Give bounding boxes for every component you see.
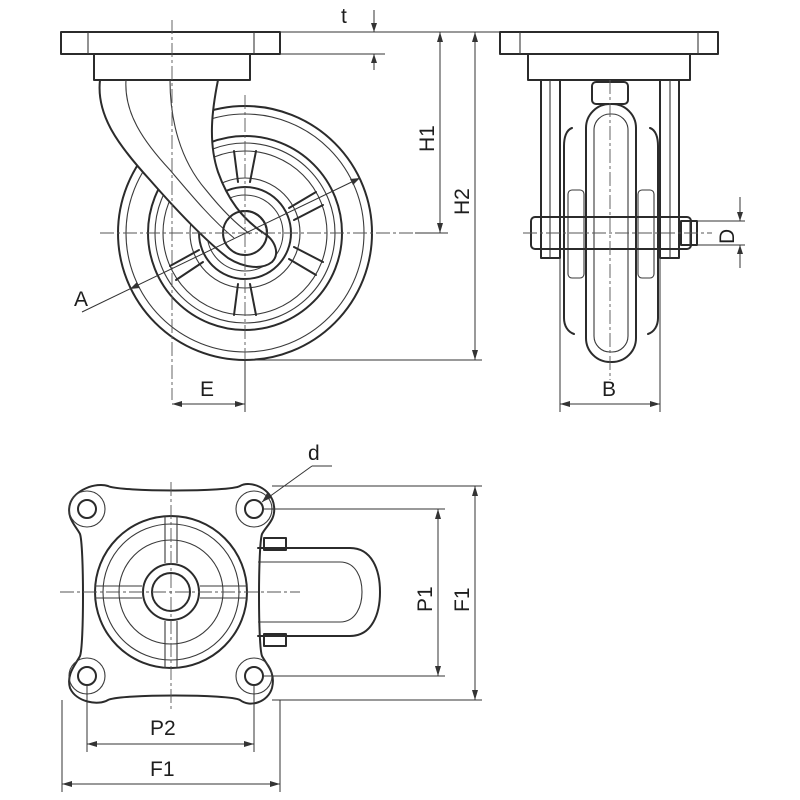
label-a: A <box>74 288 88 311</box>
label-h2: H2 <box>451 188 474 215</box>
front-fork <box>98 79 278 268</box>
top-view <box>60 482 381 712</box>
bolt-hole-tl <box>77 499 97 519</box>
label-d-lower: d <box>308 442 320 465</box>
top-dimensions: d P1 F1 P2 F1 <box>61 442 482 792</box>
label-f1-horizontal: F1 <box>150 758 175 781</box>
front-view <box>60 20 440 400</box>
front-dimensions: t H1 H2 A E <box>74 5 500 412</box>
top-plate-outline <box>68 483 276 705</box>
label-d-upper: D <box>716 229 739 244</box>
side-top-plate <box>499 31 719 55</box>
side-view <box>499 31 719 380</box>
bolt-hole-tr <box>244 499 264 519</box>
bolt-hole-br <box>244 666 264 686</box>
top-fork-extension <box>257 547 381 637</box>
label-p2: P2 <box>150 717 176 740</box>
label-t: t <box>341 5 347 28</box>
side-dimensions: B D <box>559 197 745 412</box>
top-ribs <box>95 516 247 668</box>
label-p1: P1 <box>414 586 437 612</box>
front-top-plate <box>60 31 281 55</box>
bolt-hole-bl <box>77 666 97 686</box>
label-e: E <box>200 378 214 401</box>
label-h1: H1 <box>416 125 439 152</box>
front-spokes <box>169 150 324 316</box>
label-b: B <box>602 378 616 401</box>
label-f1-vertical: F1 <box>451 587 474 612</box>
